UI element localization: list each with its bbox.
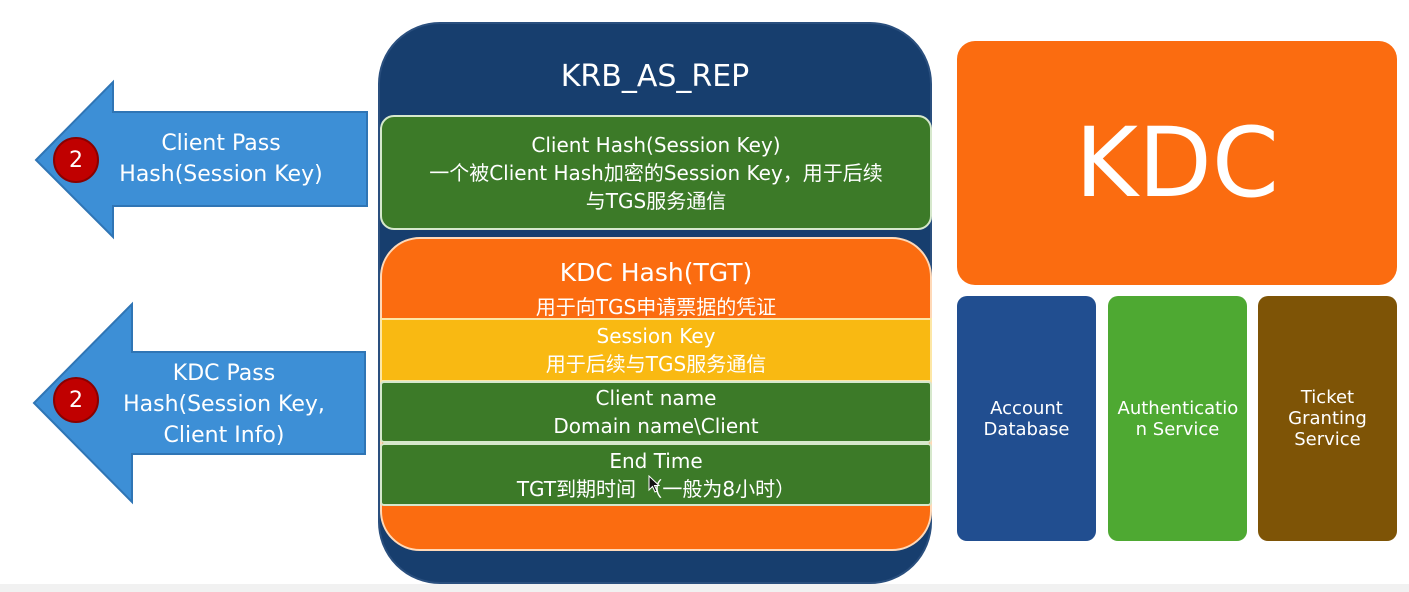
message-title: KRB_AS_REP <box>560 58 750 94</box>
client-name-box: Client name Domain name\Client <box>380 381 932 443</box>
client-hash-session-key-box: Client Hash(Session Key) 一个被Client Hash加… <box>380 115 932 230</box>
authentication-service-box: Authenticatio n Service <box>1108 296 1247 541</box>
bottom-strip <box>0 584 1409 592</box>
tgt-subtitle: 用于向TGS申请票据的凭证 <box>535 294 777 319</box>
ticket-granting-service-box: Ticket Granting Service <box>1258 296 1397 541</box>
left-arrow-2-label: KDC Pass Hash(Session Key, Client Info) <box>123 360 325 448</box>
kdc-box: KDC <box>957 41 1397 285</box>
account-database-box: Account Database <box>957 296 1096 541</box>
left-arrow-1-label: Client Pass Hash(Session Key) <box>119 131 323 187</box>
session-key-box: Session Key 用于后续与TGS服务通信 <box>380 318 932 382</box>
step-badge-2: 2 <box>53 377 99 423</box>
left-arrow-1-shape <box>32 79 368 505</box>
mouse-cursor-icon <box>648 475 660 493</box>
tgt-title: KDC Hash(TGT) <box>559 257 753 287</box>
step-badge-1: 2 <box>53 137 99 183</box>
